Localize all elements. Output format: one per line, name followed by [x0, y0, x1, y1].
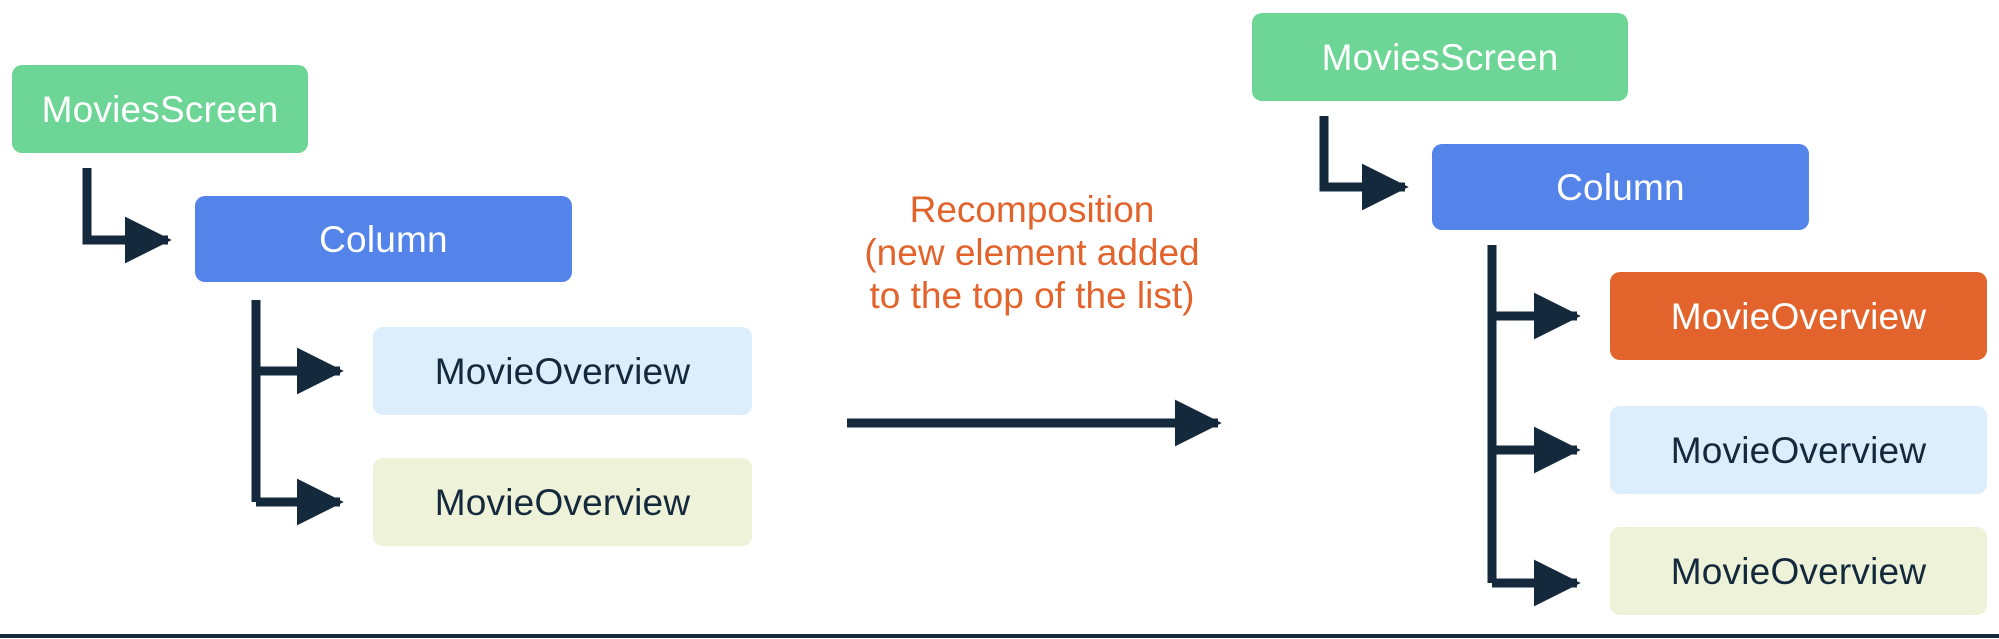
- node-column-before[interactable]: Column: [195, 196, 572, 282]
- node-label: MovieOverview: [1670, 295, 1927, 337]
- node-movies-screen-after[interactable]: MoviesScreen: [1252, 13, 1628, 101]
- node-label: Column: [1556, 166, 1685, 208]
- node-movies-screen-before[interactable]: MoviesScreen: [12, 65, 308, 153]
- recomposition-caption: Recomposition (new element added to the …: [864, 189, 1200, 316]
- node-label: Column: [319, 218, 448, 260]
- node-movie-overview-new-after[interactable]: MovieOverview: [1610, 272, 1987, 360]
- node-label: MovieOverview: [1670, 550, 1927, 592]
- node-label: MoviesScreen: [1321, 36, 1559, 78]
- node-label: MovieOverview: [1670, 429, 1927, 471]
- edge-moviesscreen-to-column-right: [1319, 116, 1409, 211]
- node-label: MovieOverview: [434, 350, 691, 392]
- node-label: MoviesScreen: [41, 88, 279, 130]
- node-movie-overview-1-before[interactable]: MovieOverview: [373, 327, 752, 415]
- node-movie-overview-1-after[interactable]: MovieOverview: [1610, 406, 1987, 494]
- node-column-after[interactable]: Column: [1432, 144, 1809, 230]
- node-movie-overview-2-before[interactable]: MovieOverview: [373, 458, 752, 546]
- bottom-divider: [0, 634, 1999, 638]
- node-label: MovieOverview: [434, 481, 691, 523]
- edge-moviesscreen-to-column-left: [82, 168, 172, 264]
- node-movie-overview-2-after[interactable]: MovieOverview: [1610, 527, 1987, 615]
